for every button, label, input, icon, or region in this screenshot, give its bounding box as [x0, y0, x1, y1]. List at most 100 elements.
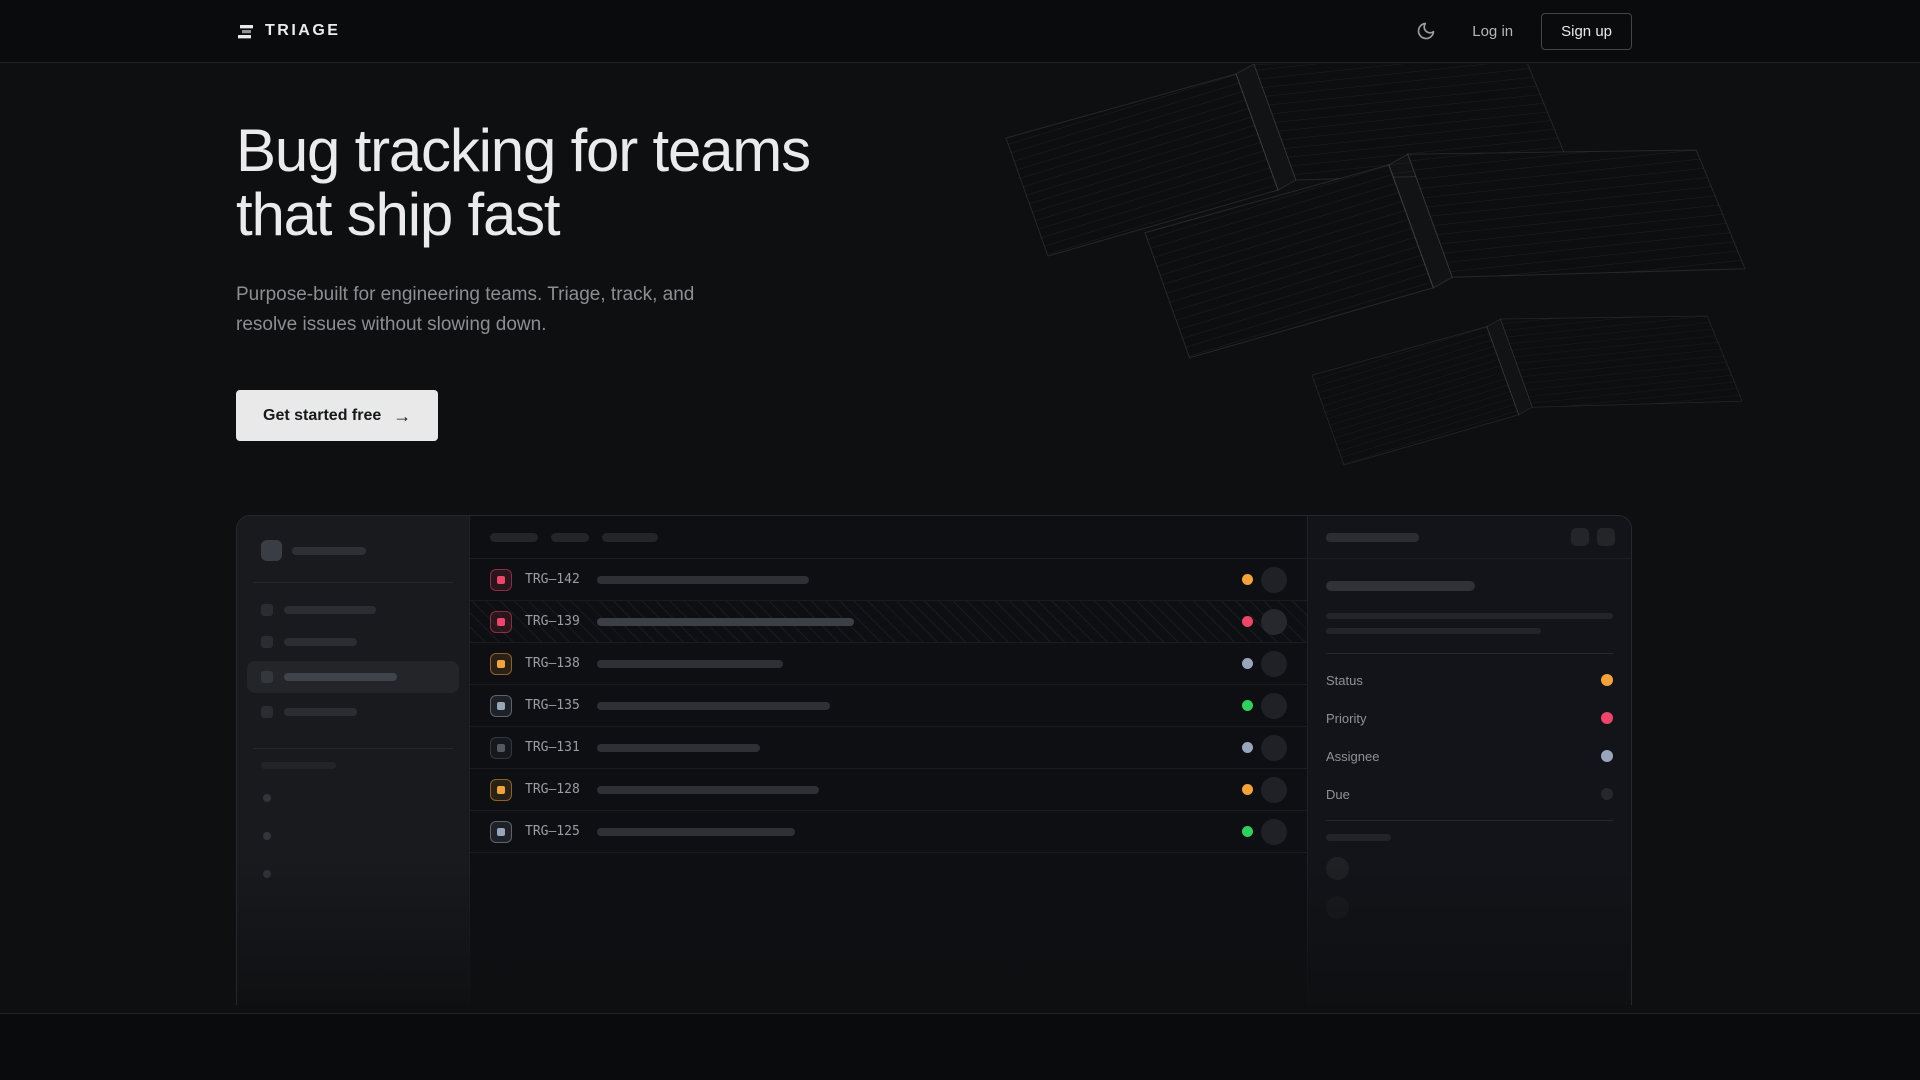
issue-id: TRG–135 — [525, 698, 580, 713]
get-started-label: Get started free — [263, 406, 382, 424]
property-row[interactable]: Priority — [1326, 699, 1613, 737]
panel-action-button[interactable] — [1597, 528, 1615, 546]
triage-logo-icon — [236, 22, 255, 41]
status-dot — [1242, 700, 1253, 711]
activity-avatar — [1326, 857, 1349, 880]
property-label: Priority — [1326, 710, 1367, 726]
status-dot — [1242, 826, 1253, 837]
issue-id: TRG–125 — [525, 824, 580, 839]
activity-avatars — [1326, 857, 1613, 919]
property-list: Status Priority Assignee Due — [1326, 661, 1613, 813]
subtitle-line-2: resolve issues without slowing down. — [236, 314, 547, 335]
issue-id: TRG–128 — [525, 782, 580, 797]
issue-type-icon — [490, 694, 512, 717]
sidebar-skeleton-dot — [263, 794, 271, 802]
signup-button[interactable]: Sign up — [1541, 12, 1632, 50]
skeleton-bar — [292, 546, 366, 555]
skeleton-line — [1326, 628, 1541, 634]
footer — [0, 1014, 1920, 1080]
nav-item-icon — [261, 636, 273, 648]
property-row[interactable]: Status — [1326, 661, 1613, 699]
panel-action-button[interactable] — [1571, 528, 1589, 546]
skeleton-filter-pill — [490, 532, 538, 542]
issue-row[interactable]: TRG–138 — [470, 643, 1307, 685]
issue-row[interactable]: TRG–125 — [470, 811, 1307, 853]
workspace-icon — [261, 540, 282, 561]
moon-icon — [1416, 21, 1436, 41]
headline-line-1: Bug tracking for teams — [236, 117, 811, 184]
skeleton-filter-pill — [551, 532, 589, 542]
skeleton-bar — [284, 673, 397, 681]
mockup-sidebar — [237, 516, 470, 1005]
assignee-avatar — [1261, 734, 1287, 761]
nav-item-icon — [261, 706, 273, 718]
sidebar-nav — [237, 595, 469, 727]
brand-name: TRIAGE — [265, 22, 341, 39]
status-dot — [1242, 574, 1253, 585]
property-label: Status — [1326, 672, 1363, 688]
status-dot — [1242, 742, 1253, 753]
theme-toggle-button[interactable] — [1408, 13, 1444, 49]
issue-rows: TRG–142 TRG–139 TRG–138 TRG–135 TRG–131 … — [470, 559, 1307, 853]
assignee-avatar — [1261, 818, 1287, 845]
hero-section: Bug tracking for teams that ship fast Pu… — [0, 63, 1920, 1014]
login-link[interactable]: Log in — [1472, 22, 1514, 40]
property-label: Due — [1326, 786, 1350, 802]
property-value-dot — [1601, 750, 1613, 762]
sidebar-nav-item[interactable] — [237, 627, 469, 657]
assignee-avatar — [1261, 776, 1287, 803]
divider — [1326, 653, 1613, 654]
skeleton-issue-title — [597, 659, 783, 668]
nav-item-icon — [261, 671, 273, 683]
brand[interactable]: TRIAGE — [236, 22, 340, 41]
skeleton-issue-title — [597, 785, 819, 794]
status-dot — [1242, 784, 1253, 795]
activity-avatar — [1326, 896, 1349, 919]
sidebar-skeleton-dot — [263, 870, 271, 878]
skeleton-section-label — [261, 762, 336, 769]
status-dot — [1242, 616, 1253, 627]
divider — [1326, 820, 1613, 821]
property-row[interactable]: Assignee — [1326, 737, 1613, 775]
property-label: Assignee — [1326, 748, 1380, 764]
subtitle-line-1: Purpose-built for engineering teams. Tri… — [236, 284, 695, 305]
status-dot — [1242, 658, 1253, 669]
issue-id: TRG–131 — [525, 740, 580, 755]
skeleton-issue-title — [597, 827, 795, 836]
issue-type-icon — [490, 610, 512, 633]
issue-type-icon — [490, 652, 512, 675]
skeleton-bar — [284, 606, 376, 614]
sidebar-nav-item[interactable] — [247, 661, 459, 693]
skeleton-issue-title — [597, 743, 760, 752]
sidebar-skeleton-dot — [263, 832, 271, 840]
hero-subtitle: Purpose-built for engineering teams. Tri… — [236, 280, 1920, 340]
issue-row[interactable]: TRG–131 — [470, 727, 1307, 769]
issue-row[interactable]: TRG–139 — [470, 601, 1307, 643]
property-row[interactable]: Due — [1326, 775, 1613, 813]
skeleton-issue-title — [597, 575, 809, 584]
skeleton-bar — [1326, 532, 1419, 542]
assignee-avatar — [1261, 650, 1287, 677]
headline-line-2: that ship fast — [236, 181, 561, 248]
sidebar-nav-item[interactable] — [237, 697, 469, 727]
skeleton-issue-title — [597, 617, 854, 626]
skeleton-title-bar — [1326, 581, 1475, 591]
get-started-button[interactable]: Get started free → — [236, 390, 439, 441]
divider — [253, 582, 453, 583]
property-value-dot — [1601, 674, 1613, 686]
sidebar-nav-item[interactable] — [237, 595, 469, 625]
hero-headline: Bug tracking for teams that ship fast — [236, 119, 1920, 247]
issue-row[interactable]: TRG–142 — [470, 559, 1307, 601]
skeleton-bar — [284, 708, 357, 716]
skeleton-line — [1326, 613, 1613, 619]
issue-row[interactable]: TRG–128 — [470, 769, 1307, 811]
issue-list-header — [470, 516, 1307, 559]
issue-id: TRG–138 — [525, 656, 580, 671]
issue-row[interactable]: TRG–135 — [470, 685, 1307, 727]
divider — [253, 748, 453, 749]
issue-id: TRG–142 — [525, 572, 580, 587]
workspace-switcher[interactable] — [261, 540, 469, 561]
issue-id: TRG–139 — [525, 614, 580, 629]
skeleton-bar — [284, 638, 357, 646]
